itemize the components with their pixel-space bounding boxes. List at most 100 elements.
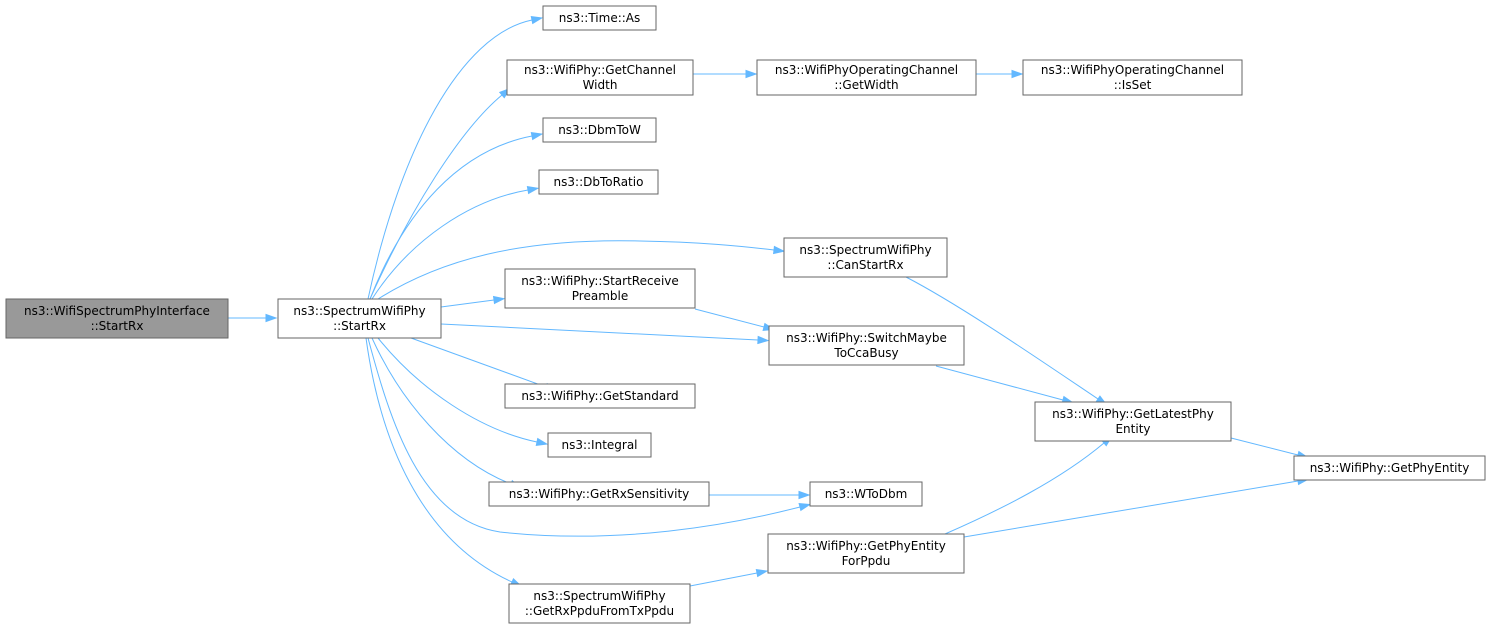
edge-startrx-to-getstandard <box>410 337 557 391</box>
node-label-line: ns3::SpectrumWifiPhy <box>533 589 665 603</box>
edge-getrxsens-to-wtodbm <box>709 490 811 500</box>
edge-line <box>1230 437 1299 456</box>
edge-line <box>367 337 801 537</box>
arrowhead <box>773 245 786 255</box>
node-box <box>277 298 442 339</box>
edge-line <box>377 240 775 300</box>
node-label-line: ToCcaBusy <box>833 346 898 360</box>
edge-startrx-to-switchcca <box>440 323 770 345</box>
node-label-line: ns3::WifiPhy::StartReceive <box>521 274 679 288</box>
arrowhead <box>530 15 544 25</box>
node-box <box>809 481 923 507</box>
arrowhead <box>535 437 549 447</box>
node-box <box>508 583 691 624</box>
edge-startrecvpre-to-switchcca <box>694 308 776 331</box>
node-dbmtow[interactable]: ns3::DbmToW <box>542 117 657 143</box>
node-getrxppdu[interactable]: ns3::SpectrumWifiPhy::GetRxPpduFromTxPpd… <box>508 583 691 624</box>
node-label-line: ::GetWidth <box>834 78 898 92</box>
edge-line <box>694 308 765 328</box>
node-label-line: ::CanStartRx <box>827 258 903 272</box>
node-opch_getwidth[interactable]: ns3::WifiPhyOperatingChannel::GetWidth <box>756 59 977 96</box>
node-label-line: ns3::WifiPhy::SwitchMaybe <box>786 331 947 345</box>
node-label-line: ns3::WifiPhy::GetRxSensitivity <box>509 487 690 501</box>
arrowhead <box>492 295 506 305</box>
arrowhead <box>798 503 812 512</box>
arrowhead <box>798 490 811 500</box>
edge-line <box>369 94 503 300</box>
node-label-line: ::IsSet <box>1114 78 1152 92</box>
edge-startrx-to-timeas <box>367 15 544 300</box>
edge-startrx-to-getrxppdu <box>365 337 523 587</box>
node-getphyentity[interactable]: ns3::WifiPhy::GetPhyEntity <box>1293 455 1486 481</box>
arrowhead <box>745 69 758 79</box>
node-box <box>767 533 965 574</box>
node-dbtoratio[interactable]: ns3::DbToRatio <box>538 169 659 195</box>
edge-line <box>371 337 512 485</box>
edge-line <box>905 276 1099 400</box>
edge-root-to-startrx <box>228 313 278 323</box>
node-label-line: ns3::WifiPhyOperatingChannel <box>1041 63 1224 77</box>
node-label-line: ns3::WToDbm <box>825 487 908 501</box>
node-box <box>783 237 948 278</box>
node-box <box>488 481 710 507</box>
edge-line <box>365 337 513 583</box>
node-root[interactable]: ns3::WifiSpectrumPhyInterface::StartRx <box>5 298 229 339</box>
node-label-line: ns3::DbToRatio <box>554 175 644 189</box>
node-integral[interactable]: ns3::Integral <box>547 432 652 458</box>
edge-startrx-to-wtodbm <box>367 337 812 537</box>
node-label-line: ::StartRx <box>91 319 144 333</box>
node-label-line: Preamble <box>572 289 628 303</box>
edge-switchcca-to-getlatest <box>935 365 1075 404</box>
edge-startrx-to-integral <box>377 337 549 447</box>
node-label-line: ns3::DbmToW <box>558 123 641 137</box>
node-label-line: ForPpdu <box>842 554 891 568</box>
node-wtodbm[interactable]: ns3::WToDbm <box>809 481 923 507</box>
edge-getlatest-to-getphyentity <box>1230 437 1310 459</box>
node-label-line: ns3::WifiPhy::GetStandard <box>521 389 678 403</box>
arrowhead <box>526 185 540 195</box>
node-box <box>5 298 229 339</box>
edge-getphyforppdu-to-getlatest <box>944 435 1113 535</box>
node-box <box>506 59 694 96</box>
node-box <box>538 169 659 195</box>
edge-line <box>440 323 759 341</box>
node-box <box>756 59 977 96</box>
edge-line <box>963 480 1299 538</box>
node-box <box>1293 455 1486 481</box>
node-box <box>547 432 652 458</box>
node-box <box>1034 401 1232 442</box>
arrowhead <box>265 313 278 323</box>
node-canstartrx[interactable]: ns3::SpectrumWifiPhy::CanStartRx <box>783 237 948 278</box>
node-timeas[interactable]: ns3::Time::As <box>542 5 657 31</box>
node-label-line: ns3::Integral <box>561 438 637 452</box>
node-label-line: ::StartRx <box>333 319 386 333</box>
node-getrxsens[interactable]: ns3::WifiPhy::GetRxSensitivity <box>488 481 710 507</box>
edge-startrx-to-dbtoratio <box>371 185 540 300</box>
node-startrx[interactable]: ns3::SpectrumWifiPhy::StartRx <box>277 298 442 339</box>
node-label-line: Entity <box>1115 422 1150 436</box>
node-box <box>768 325 965 366</box>
nodes-layer: ns3::WifiSpectrumPhyInterface::StartRxns… <box>5 5 1486 624</box>
node-box <box>1022 59 1243 96</box>
edge-line <box>367 19 533 300</box>
node-label-line: ns3::Time::As <box>559 11 641 25</box>
node-getstandard[interactable]: ns3::WifiPhy::GetStandard <box>504 383 696 409</box>
edge-line <box>377 337 538 443</box>
node-label-line: ns3::WifiPhy::GetPhyEntity <box>1310 461 1470 475</box>
arrowhead <box>530 131 544 141</box>
node-label-line: ns3::SpectrumWifiPhy <box>293 304 425 318</box>
edge-line <box>410 337 547 388</box>
node-label-line: ns3::WifiPhy::GetLatestPhy <box>1052 407 1214 421</box>
node-opch_isset[interactable]: ns3::WifiPhyOperatingChannel::IsSet <box>1022 59 1243 96</box>
edge-getrxppdu-to-getphyforppdu <box>689 568 769 587</box>
edge-line <box>944 442 1105 535</box>
node-label-line: ns3::SpectrumWifiPhy <box>799 243 931 257</box>
node-label-line: ns3::WifiPhy::GetPhyEntity <box>786 539 946 553</box>
node-label-line: ns3::WifiSpectrumPhyInterface <box>24 304 210 318</box>
